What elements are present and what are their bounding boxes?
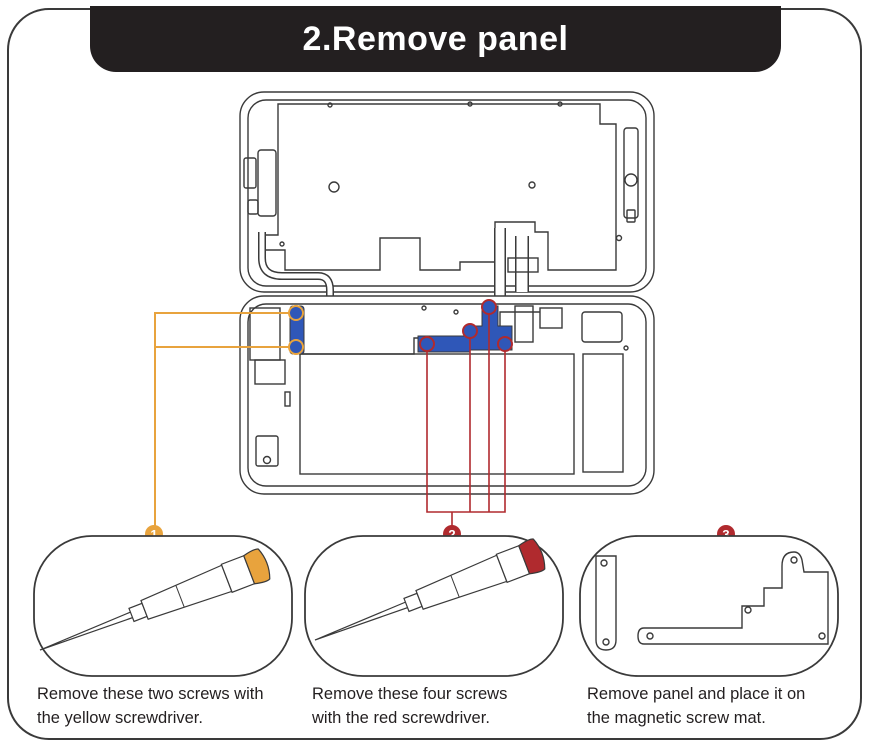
step-2-caption-line-2: with the red screwdriver. <box>312 709 490 727</box>
red-screwdriver-icon <box>314 538 546 641</box>
step-3-caption-line-2: the magnetic screw mat. <box>587 709 766 727</box>
removed-panel-icon <box>595 551 829 651</box>
yellow-callout-lines <box>154 312 289 530</box>
title-banner: 2.Remove panel <box>90 6 781 72</box>
step-2-caption: Remove these four screws with the red sc… <box>312 682 507 730</box>
step-panel-1 <box>33 535 293 677</box>
display-assembly <box>239 91 655 340</box>
step-1-caption-line-2: the yellow screwdriver. <box>37 709 203 727</box>
step-1-caption-line-1: Remove these two screws with <box>37 685 264 703</box>
svg-text:1: 1 <box>150 527 157 542</box>
svg-text:2: 2 <box>448 527 455 542</box>
page-title: 2.Remove panel <box>302 19 569 58</box>
step-panel-3 <box>579 535 839 677</box>
step-3-caption: Remove panel and place it on the magneti… <box>587 682 805 730</box>
svg-text:3: 3 <box>722 527 729 542</box>
yellow-screwdriver-icon <box>39 548 271 651</box>
step-3-caption-line-1: Remove panel and place it on <box>587 685 806 703</box>
red-callout-lines <box>426 314 506 530</box>
step-2-caption-line-1: Remove these four screws <box>312 685 508 703</box>
step-panel-2 <box>304 535 564 677</box>
step-1-caption: Remove these two screws with the yellow … <box>37 682 264 730</box>
phone-body <box>239 295 655 495</box>
